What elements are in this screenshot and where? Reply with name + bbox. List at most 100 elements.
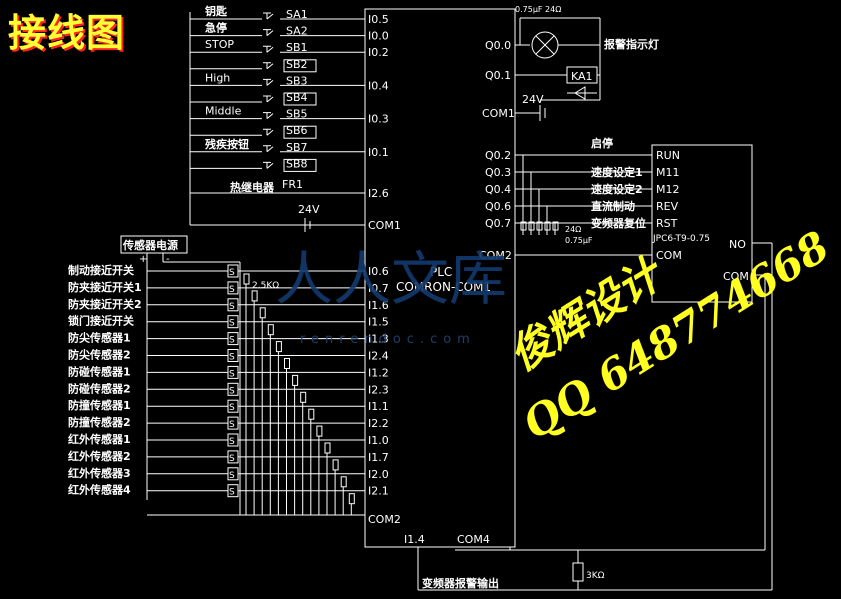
plc-output-label: Q0.7 (485, 217, 511, 230)
plc-input-label: I2.3 (368, 383, 389, 396)
pullup-resistor-icon (348, 493, 355, 505)
vfd-terminal-label: M11 (656, 166, 680, 179)
switch-tag: SA1 (286, 8, 308, 21)
plc-input-label: I1.6 (368, 299, 389, 312)
lamp-label: 报警指示灯 (604, 37, 659, 51)
plc-input-label: I1.3 (368, 333, 389, 346)
switch-contact-icon (263, 161, 274, 169)
sensor-terminal-glyph: S (229, 336, 235, 346)
sensor-label: 防尖传感器1 (68, 331, 131, 345)
plc-input-label: I2.2 (368, 417, 389, 430)
sensor-terminal-glyph: S (229, 437, 235, 447)
alarm-output-label: 变频器报警输出 (422, 576, 499, 590)
rc-value-label: 0.75μF 24Ω (515, 5, 561, 14)
switch-label: STOP (205, 38, 234, 51)
switch-contact-icon (263, 29, 274, 36)
minus-sign: - (166, 254, 170, 265)
plc-input-label: I0.3 (368, 113, 389, 126)
snubber-rc-icon (520, 221, 527, 231)
supply2-voltage-label: 24V (522, 93, 544, 106)
button-box (283, 59, 317, 73)
switch-contact-icon (263, 62, 274, 70)
switch-label: 残疾按钮 (205, 137, 249, 151)
plc-input-label: I1.0 (368, 434, 389, 447)
sensor-terminal-glyph: S (229, 403, 235, 413)
plc-input-label: I1.7 (368, 451, 389, 464)
plc-input-label: I2.1 (368, 485, 389, 498)
plc-input-label: I0.7 (368, 282, 389, 295)
sensor-label: 红外传感器3 (68, 466, 131, 480)
sensor-label: 防碰传感器2 (68, 381, 131, 395)
switch-label: Middle (205, 105, 242, 118)
pullup-resistor-icon (332, 459, 339, 471)
plus-sign: + (139, 254, 147, 265)
pullup-resistor-icon (275, 341, 282, 353)
sensor-terminal-glyph: S (229, 488, 235, 498)
switch-contact-icon (263, 45, 274, 53)
plc-box (364, 8, 516, 548)
plc-input-label: I0.6 (368, 265, 389, 278)
switch-tag: SB3 (286, 74, 308, 87)
plc-output-label: Q0.4 (485, 183, 511, 196)
sensor-terminal-glyph: S (229, 319, 235, 329)
vfd-function-label: 速度设定2 (591, 182, 643, 196)
pullup-resistor-icon (251, 290, 258, 302)
vfd-function-label: 速度设定1 (591, 165, 643, 179)
sensor-power-box (120, 235, 188, 254)
switch-tag: SA2 (286, 25, 308, 38)
switch-contact-icon (263, 112, 274, 119)
switch-contact-icon (263, 95, 274, 103)
sensor-label: 防夹接近开关2 (68, 297, 142, 311)
vfd-com-label: COM (656, 249, 682, 262)
switch-tag: SB1 (286, 41, 308, 54)
switch-contact-icon (263, 145, 274, 153)
sensor-label: 红外传感器1 (68, 432, 131, 446)
pullup-resistor-icon (308, 408, 315, 420)
pullup-resistor-icon (340, 476, 347, 488)
pullup-resistor-icon (267, 324, 274, 336)
snubber-rc-icon (544, 221, 551, 231)
plc-terminal-i14: I1.4 (404, 533, 425, 546)
plc-input-label: I0.2 (368, 46, 389, 59)
snubber-rc-icon (528, 221, 535, 231)
plc-output-label: Q0.0 (485, 39, 511, 52)
button-box (283, 125, 317, 139)
switch-tag: SB7 (286, 141, 308, 154)
plc-input-label: I2.0 (368, 468, 389, 481)
plc-model-label: COMRON-COM1 (396, 280, 491, 294)
thermal-tag: FR1 (282, 178, 303, 191)
plc-output-label: Q0.3 (485, 166, 511, 179)
site-watermark-logo: 人人文库 (275, 245, 508, 313)
pullup-resistor-icon (292, 374, 299, 386)
sensor-terminal-glyph: S (229, 386, 235, 396)
plc-input-label: I0.0 (368, 30, 389, 43)
plc-com1-label: COM1 (368, 219, 401, 232)
pullup-resistor-icon (259, 307, 266, 319)
switch-label: 钥匙 (205, 4, 228, 18)
site-watermark-url: renrendoc.com (300, 332, 476, 347)
pullup-resistor-icon (243, 273, 250, 285)
vfd-function-label: 直流制动 (591, 199, 635, 213)
pullup-resistor-icon (284, 358, 290, 369)
snubber-rc-icon (536, 221, 543, 231)
sensor-label: 锁门接近开关 (68, 314, 134, 328)
sensor-label: 红外传感器4 (68, 483, 131, 497)
plc-output-label: Q0.2 (485, 149, 511, 162)
switch-tag: SB4 (286, 91, 308, 104)
switch-contact-icon (263, 128, 274, 136)
thermal-label: 热继电器 (230, 180, 275, 194)
vfd-function-label: 启停 (591, 136, 613, 150)
vfd-function-label: 变频器复位 (591, 216, 646, 230)
sensor-power-label: 传感器电源 (122, 238, 178, 252)
sensor-terminal-glyph: S (229, 285, 235, 295)
vfd-terminal-label: RUN (656, 149, 680, 162)
plc-com2-label: COM2 (368, 513, 401, 526)
plc-input-label: I2.4 (368, 350, 389, 363)
relay-label: KA1 (571, 70, 593, 83)
supply-voltage-label: 24V (298, 203, 320, 216)
alarm-lamp-icon (535, 35, 555, 55)
bottom-resistor-label: 3KΩ (586, 571, 605, 581)
plc-input-label: I1.2 (368, 366, 389, 379)
sensor-label: 防夹接近开关1 (68, 280, 142, 294)
